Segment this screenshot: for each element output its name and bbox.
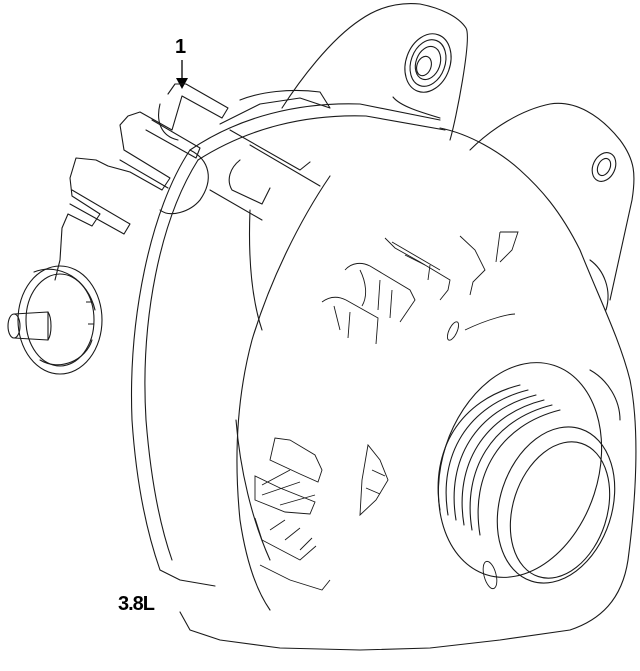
right-mount-ear xyxy=(469,102,635,301)
rear-housing xyxy=(54,83,331,281)
front-housing xyxy=(179,127,637,651)
front-vents-upper xyxy=(321,231,519,345)
upper-mount-ear xyxy=(281,3,468,141)
front-vents-lower xyxy=(254,437,389,591)
rear-cover-boss xyxy=(7,265,103,375)
housing-band xyxy=(131,103,446,587)
drive-pulley xyxy=(437,362,616,590)
engine-variant-label: 3.8L xyxy=(118,593,155,615)
callout-number-1: 1 xyxy=(175,36,186,58)
